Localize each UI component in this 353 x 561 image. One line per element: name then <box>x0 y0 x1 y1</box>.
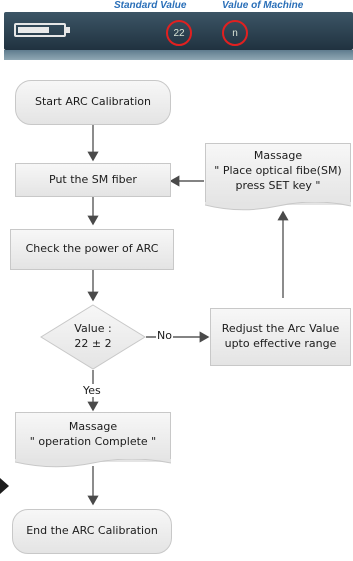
standard-value-label: Standard Value <box>114 0 187 11</box>
decision-node: Value : 22 ± 2 <box>40 304 146 370</box>
yes-branch-label: Yes <box>82 384 102 397</box>
message-2-title: Massage <box>68 419 118 433</box>
machine-value-label: Value of Machine <box>222 0 304 11</box>
operation-complete-message-node: Massage " operation Complete " <box>15 412 171 468</box>
put-fiber-node: Put the SM fiber <box>15 163 171 197</box>
no-branch-label: No <box>156 329 173 342</box>
check-power-label: Check the power of ARC <box>25 242 159 256</box>
end-node-label: End the ARC Calibration <box>26 524 158 538</box>
adjust-line-1: Redjust the Arc Value <box>221 322 340 336</box>
message-1-title: Massage <box>253 149 303 163</box>
side-pointer-icon <box>0 478 9 494</box>
check-power-node: Check the power of ARC <box>10 229 174 270</box>
battery-icon <box>14 23 70 37</box>
device-display: 22 n <box>4 12 353 50</box>
adjust-arc-node: Redjust the Arc Value upto effective ran… <box>210 308 351 366</box>
start-node-label: Start ARC Calibration <box>34 95 151 109</box>
message-2-line-1: " operation Complete " <box>29 434 157 448</box>
start-node: Start ARC Calibration <box>15 80 171 125</box>
message-1-line-2: press SET key " <box>235 178 321 192</box>
decision-line-2: 22 ± 2 <box>74 337 112 350</box>
battery-level-fill <box>18 27 49 33</box>
standard-value-reading: 22 <box>166 20 192 46</box>
end-node: End the ARC Calibration <box>12 509 172 554</box>
device-display-lower-strip <box>4 50 353 60</box>
message-1-wave-edge <box>205 202 351 211</box>
message-2-wave-edge <box>15 459 171 468</box>
decision-line-1: Value : <box>74 322 112 336</box>
adjust-line-2: upto effective range <box>224 337 337 350</box>
machine-value-reading: n <box>222 20 248 46</box>
place-fiber-message-node: Massage " Place optical fibe(SM) press S… <box>205 143 351 211</box>
message-1-line-1: " Place optical fibe(SM) <box>214 164 342 178</box>
put-fiber-label: Put the SM fiber <box>49 172 137 186</box>
